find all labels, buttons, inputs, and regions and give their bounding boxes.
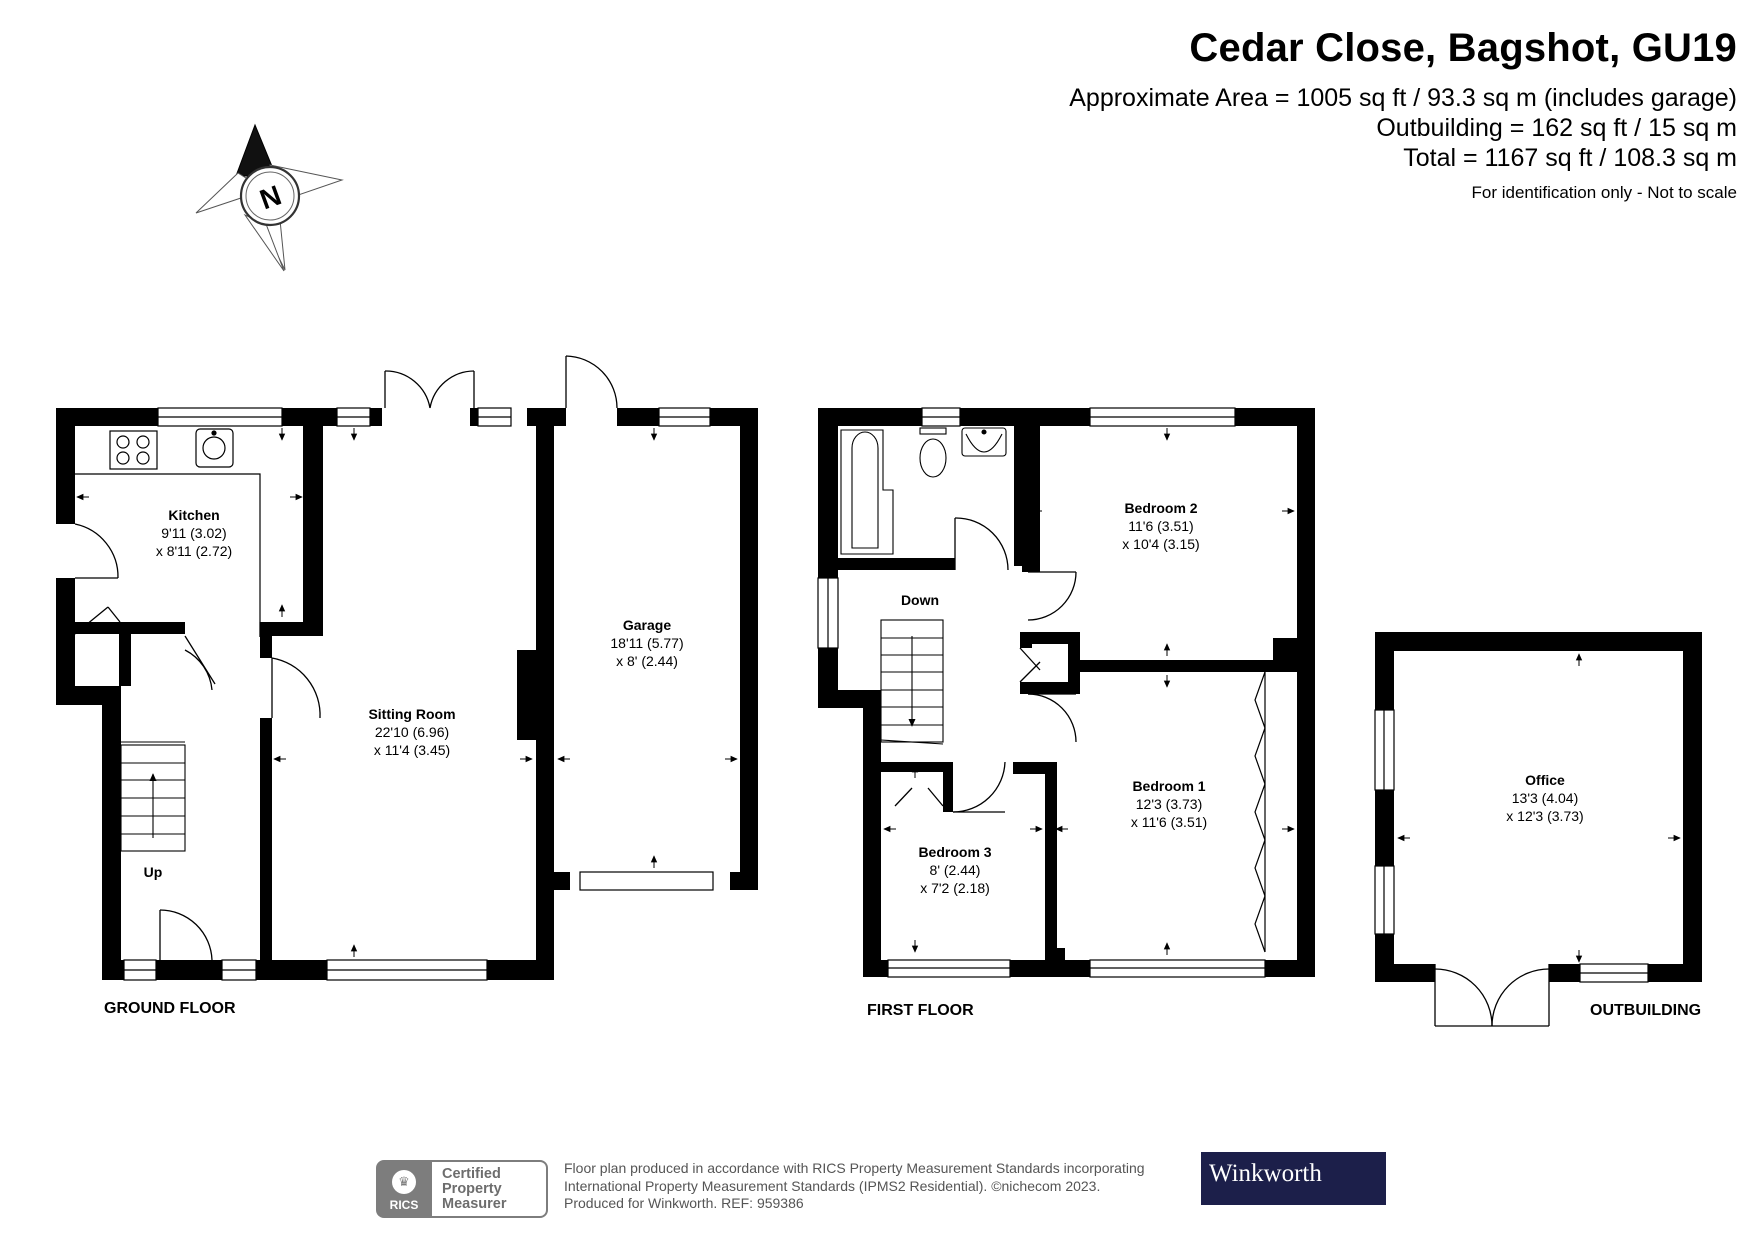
bedroom2-name: Bedroom 2 bbox=[1124, 500, 1197, 516]
hob-icon bbox=[109, 430, 158, 470]
kitchen-dim2: x 8'11 (2.72) bbox=[156, 543, 232, 559]
footer-notes: Floor plan produced in accordance with R… bbox=[564, 1160, 1145, 1213]
bathroom-fittings bbox=[840, 427, 1007, 555]
area-total: Total = 1167 sq ft / 108.3 sq m bbox=[1403, 144, 1737, 172]
ground-floor-windows bbox=[123, 407, 714, 981]
rics-badge-text: RICS bbox=[389, 1198, 419, 1212]
first-floor-doors bbox=[894, 517, 1077, 813]
property-title: Cedar Close, Bagshot, GU19 bbox=[1189, 26, 1737, 70]
bedroom2-dim2: x 10'4 (3.15) bbox=[1122, 536, 1199, 552]
office-dim2: x 12'3 (3.73) bbox=[1506, 808, 1583, 824]
area-outbuilding: Outbuilding = 162 sq ft / 15 sq m bbox=[1376, 114, 1737, 142]
kitchen-dim1: 9'11 (3.02) bbox=[161, 525, 226, 541]
ground-floor-plan bbox=[56, 408, 758, 980]
basin-icon bbox=[961, 427, 1007, 457]
sitting-room-name: Sitting Room bbox=[368, 706, 455, 722]
ground-floor-doors bbox=[74, 355, 618, 961]
footer-line2: International Property Measurement Stand… bbox=[564, 1177, 1101, 1194]
rics-measurer-box: Certified Property Measurer bbox=[432, 1160, 548, 1218]
office-dim1: 13'3 (4.04) bbox=[1512, 790, 1579, 806]
outbuilding-label: OUTBUILDING bbox=[1590, 1002, 1701, 1019]
outbuilding-windows bbox=[1374, 709, 1649, 983]
bedroom1-dim2: x 11'6 (3.51) bbox=[1131, 814, 1207, 830]
first-floor-plan bbox=[818, 408, 1315, 977]
rics-line2: Property bbox=[442, 1181, 502, 1197]
rics-logo: ♛ RICS bbox=[376, 1160, 432, 1218]
bath-icon bbox=[840, 429, 894, 555]
bedroom1-name: Bedroom 1 bbox=[1132, 778, 1205, 794]
kitchen-fittings bbox=[75, 428, 261, 622]
bedroom1-dim1: 12'3 (3.73) bbox=[1136, 796, 1203, 812]
rics-lion-icon: ♛ bbox=[392, 1170, 416, 1194]
footer-line3: Produced for Winkworth. REF: 959386 bbox=[564, 1195, 804, 1211]
bedroom3-dim1: 8' (2.44) bbox=[930, 862, 981, 878]
ground-floor-stairs bbox=[120, 741, 186, 852]
sitting-room-dim2: x 11'4 (3.45) bbox=[374, 742, 450, 758]
outbuilding-dimension-arrows bbox=[1397, 653, 1681, 963]
kitchen-name: Kitchen bbox=[168, 507, 219, 523]
outbuilding-doors bbox=[1434, 964, 1550, 1027]
winkworth-logo: Winkworth bbox=[1201, 1152, 1386, 1205]
rics-certified-badge: ♛ RICS Certified Property Measurer bbox=[376, 1160, 554, 1218]
area-main: Approximate Area = 1005 sq ft / 93.3 sq … bbox=[1069, 84, 1737, 112]
ground-dimension-arrows bbox=[76, 428, 738, 957]
first-floor-windows bbox=[817, 407, 1266, 978]
sitting-room-dim1: 22'10 (6.96) bbox=[375, 724, 449, 740]
wardrobe-doors bbox=[1254, 671, 1266, 953]
bedroom2-dim1: 11'6 (3.51) bbox=[1128, 518, 1193, 534]
first-floor-stairs bbox=[880, 619, 944, 745]
identification-note: For identification only - Not to scale bbox=[1471, 183, 1737, 202]
first-floor-label: FIRST FLOOR bbox=[867, 1002, 974, 1019]
rics-line1: Certified bbox=[442, 1166, 501, 1182]
garage-dim1: 18'11 (5.77) bbox=[610, 635, 683, 651]
compass-rose-icon: N bbox=[195, 123, 344, 272]
outbuilding-plan bbox=[1375, 632, 1702, 982]
sink-icon bbox=[195, 428, 234, 468]
rics-line3: Measurer bbox=[442, 1196, 507, 1212]
toilet-icon bbox=[919, 427, 947, 435]
footer-line1: Floor plan produced in accordance with R… bbox=[564, 1160, 1145, 1176]
garage-dim2: x 8' (2.44) bbox=[616, 653, 678, 669]
garage-name: Garage bbox=[623, 617, 671, 633]
first-dimension-arrows bbox=[883, 428, 1295, 955]
ground-floor-label: GROUND FLOOR bbox=[104, 1000, 236, 1017]
bedroom3-name: Bedroom 3 bbox=[918, 844, 991, 860]
winkworth-logo-text: Winkworth bbox=[1209, 1160, 1322, 1187]
office-name: Office bbox=[1525, 772, 1565, 788]
first-stairs-label: Down bbox=[901, 592, 939, 608]
bedroom3-dim2: x 7'2 (2.18) bbox=[920, 880, 990, 896]
ground-stairs-label: Up bbox=[144, 864, 163, 880]
